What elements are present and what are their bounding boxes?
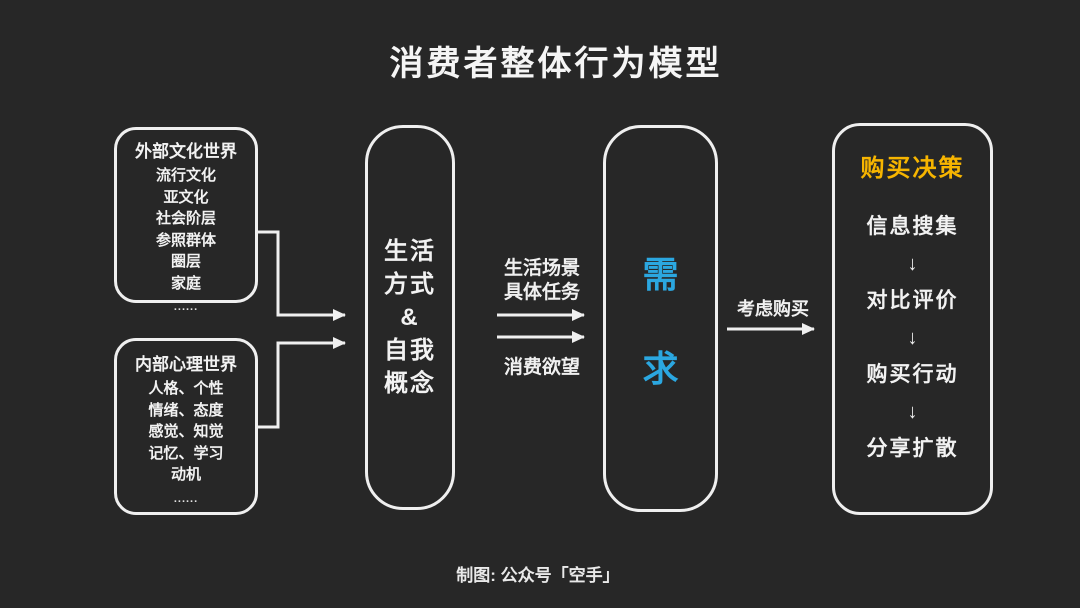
- list-item: 感觉、知觉: [148, 423, 224, 440]
- down-arrow-icon: ↓: [907, 327, 918, 349]
- list-item: 亚文化: [163, 188, 209, 206]
- page-title: 消费者整体行为模型: [389, 45, 723, 83]
- credit-text: 制图: 公众号「空手」: [456, 566, 620, 585]
- connector-internal-to-lifestyle-arrow: [258, 337, 346, 429]
- lifestyle-line: 方式: [384, 270, 436, 298]
- external-culture-box: 外部文化世界 流行文化 亚文化 社会阶层 参照群体 圈层 家庭 ......: [114, 127, 258, 313]
- ellipsis-text: ......: [173, 301, 199, 313]
- label-consider-purchase: 考虑购买: [737, 299, 809, 319]
- decision-step: 信息搜集: [866, 215, 959, 238]
- lifestyle-selfconcept-box: 生活 方式 & 自我 概念: [365, 125, 455, 510]
- lifestyle-line: 生活: [384, 237, 436, 265]
- internal-psychology-box: 内部心理世界 人格、个性 情绪、态度 感觉、知觉 记忆、学习 动机 ......: [114, 338, 258, 515]
- decision-step: 对比评价: [866, 289, 959, 312]
- list-item: 家庭: [170, 274, 201, 292]
- ellipsis-text: ......: [173, 492, 199, 505]
- label-specific-task: 具体任务: [503, 282, 580, 303]
- list-item: 记忆、学习: [148, 444, 224, 462]
- list-item: 情绪、态度: [148, 401, 224, 419]
- purchase-decision-header: 购买决策: [860, 155, 965, 182]
- lifestyle-line: &: [400, 303, 420, 331]
- lifestyle-line: 自我: [384, 336, 436, 364]
- decision-step: 购买行动: [866, 363, 959, 386]
- purchase-decision-box: 购买决策 信息搜集 ↓ 对比评价 ↓ 购买行动 ↓ 分享扩散: [832, 123, 993, 515]
- list-item: 动机: [170, 466, 201, 483]
- list-item: 人格、个性: [148, 380, 224, 397]
- label-life-scene: 生活场景: [503, 258, 580, 279]
- internal-psychology-header: 内部心理世界: [135, 355, 237, 374]
- label-consumption-desire: 消费欲望: [503, 357, 580, 378]
- external-culture-header: 外部文化世界: [135, 142, 237, 161]
- down-arrow-icon: ↓: [907, 401, 918, 423]
- down-arrow-icon: ↓: [907, 253, 918, 275]
- decision-step: 分享扩散: [866, 437, 959, 460]
- list-item: 圈层: [170, 253, 201, 270]
- list-item: 参照群体: [155, 231, 216, 249]
- list-item: 流行文化: [155, 167, 216, 184]
- demand-char: 需: [642, 253, 679, 295]
- demand-char: 求: [642, 347, 679, 389]
- list-item: 社会阶层: [155, 210, 216, 227]
- demand-box: 需 求: [603, 125, 718, 512]
- connector-external-to-lifestyle-arrow: [258, 230, 346, 321]
- lifestyle-line: 概念: [384, 369, 436, 397]
